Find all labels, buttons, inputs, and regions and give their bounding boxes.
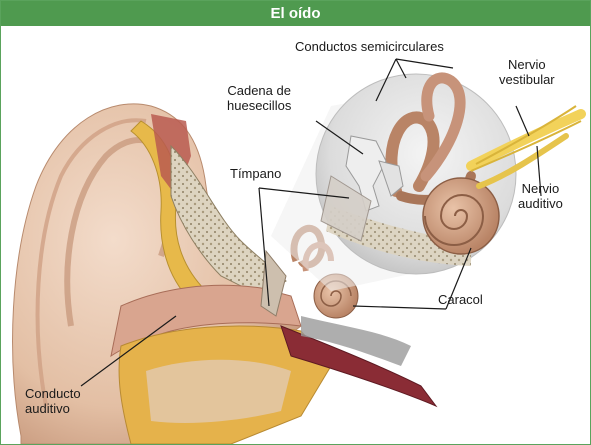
label-auditory-nerve-line2: auditivo [518, 196, 563, 211]
label-auditory-nerve: Nervio auditivo [518, 181, 563, 211]
ear-illustration: Conductos semicirculares Cadena de huese… [1, 26, 590, 444]
label-canal-line2: auditivo [25, 401, 81, 416]
label-tympanum: Tímpano [230, 166, 281, 181]
label-ossicles: Cadena de huesecillos [227, 83, 291, 113]
label-vestibular: Nervio vestibular [499, 57, 555, 87]
ear-drawing [1, 26, 590, 444]
label-vestibular-line1: Nervio [499, 57, 555, 72]
leader-vestibular [516, 106, 529, 136]
diagram-title: El oído [1, 1, 590, 26]
label-cochlea: Caracol [438, 292, 483, 307]
cochlea-shape [423, 178, 499, 254]
label-canal-line1: Conducto [25, 386, 81, 401]
label-canal: Conducto auditivo [25, 386, 81, 416]
label-ossicles-line1: Cadena de [227, 83, 291, 98]
label-auditory-nerve-line1: Nervio [518, 181, 563, 196]
label-ossicles-line2: huesecillos [227, 98, 291, 113]
lower-tissue-bone [146, 360, 291, 423]
leader-semicircular-3 [396, 59, 453, 68]
label-semicircular: Conductos semicirculares [295, 39, 444, 54]
label-vestibular-line2: vestibular [499, 72, 555, 87]
leader-cochlea [353, 306, 446, 309]
